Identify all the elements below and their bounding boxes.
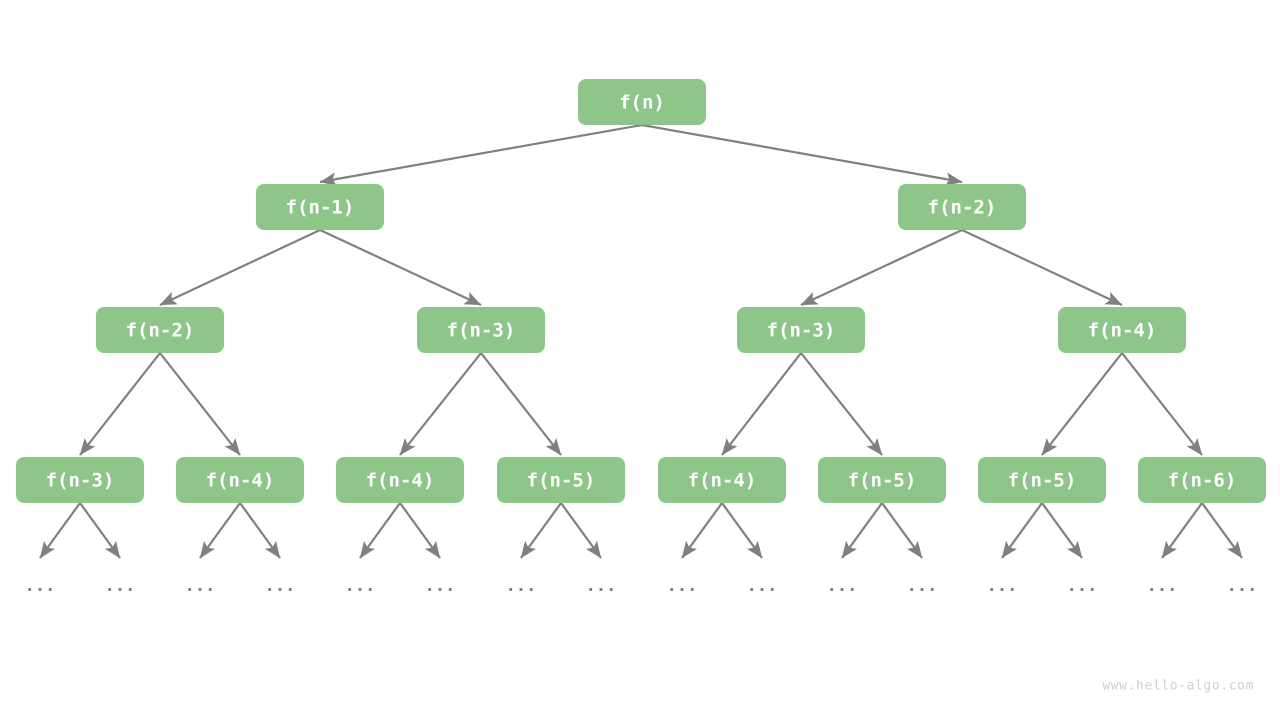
node-label: f(n-4) [1088,320,1157,342]
tree-node-n10[interactable]: f(n-5) [497,457,625,503]
node-label: f(n-1) [286,197,355,219]
leaf-stub-edge-5 [399,502,441,559]
node-box [1138,457,1266,503]
leaf-stub-edge-3 [239,502,281,559]
node-label: f(n-4) [206,470,275,492]
ellipsis-marker-14: ... [1147,576,1178,596]
node-box [818,457,946,503]
tree-edge-n2-n6 [961,229,1123,306]
node-label: f(n-6) [1168,470,1237,492]
node-label: f(n-5) [848,470,917,492]
node-box [658,457,786,503]
leaf-stub-edge-0 [39,502,81,559]
ellipsis-marker-12: ... [987,576,1018,596]
leaf-stub-edge-10 [841,502,883,559]
tree-edge-n4-n9 [399,352,482,456]
leaf-stub-edge-1 [79,502,121,559]
node-box [256,184,384,230]
edges-layer [79,123,1203,456]
tree-edge-n2-n5 [800,229,963,306]
tree-node-n6[interactable]: f(n-4) [1058,307,1186,353]
watermark-label: www.hello-algo.com [1102,679,1254,694]
leaf-stub-edge-6 [520,502,562,559]
tree-edge-n3-n7 [79,352,161,456]
tree-node-n4[interactable]: f(n-3) [417,307,545,353]
ellipsis-marker-6: ... [506,576,537,596]
tree-edge-n0-n2 [641,123,963,186]
tree-edge-n1-n3 [159,229,321,306]
tree-node-n3[interactable]: f(n-2) [96,307,224,353]
node-box [898,184,1026,230]
ellipsis-marker-9: ... [747,576,778,596]
tree-node-n7[interactable]: f(n-3) [16,457,144,503]
node-label: f(n-2) [126,320,195,342]
leaf-stub-edge-2 [199,502,241,559]
node-box [737,307,865,353]
tree-node-n8[interactable]: f(n-4) [176,457,304,503]
leaf-stub-edge-15 [1201,502,1243,559]
ellipses-layer: ........................................… [25,576,1258,596]
node-label: f(n-5) [1008,470,1077,492]
ellipsis-marker-2: ... [185,576,216,596]
node-box [336,457,464,503]
tree-node-n5[interactable]: f(n-3) [737,307,865,353]
tree-edge-n3-n8 [159,352,241,456]
node-box [417,307,545,353]
ellipsis-marker-0: ... [25,576,56,596]
tree-node-n12[interactable]: f(n-5) [818,457,946,503]
ellipsis-marker-7: ... [586,576,617,596]
tree-edge-n5-n12 [800,352,883,456]
leaf-stub-edge-9 [721,502,763,559]
tree-edge-n5-n11 [721,352,802,456]
node-label: f(n-4) [688,470,757,492]
node-box [176,457,304,503]
node-box [16,457,144,503]
ellipsis-marker-8: ... [667,576,698,596]
node-box [96,307,224,353]
nodes-layer: f(n) f(n-1) f(n-2) f(n-2) f(n-3) f(n-3) f(n-4)… [16,79,1266,503]
tree-edge-n0-n1 [319,123,643,186]
node-box [1058,307,1186,353]
ellipsis-marker-15: ... [1227,576,1258,596]
leaf-stub-edge-11 [881,502,923,559]
leaf-stub-edge-4 [359,502,401,559]
leaf-stub-edges-layer [39,502,1243,559]
tree-node-n2[interactable]: f(n-2) [898,184,1026,230]
leaf-stub-edge-7 [560,502,602,559]
ellipsis-marker-11: ... [907,576,938,596]
node-label: f(n-5) [527,470,596,492]
ellipsis-marker-4: ... [345,576,376,596]
tree-node-n0[interactable]: f(n) [578,79,706,125]
node-label: f(n-3) [46,470,115,492]
tree-node-n13[interactable]: f(n-5) [978,457,1106,503]
tree-node-n9[interactable]: f(n-4) [336,457,464,503]
node-label: f(n-4) [366,470,435,492]
tree-node-n1[interactable]: f(n-1) [256,184,384,230]
node-box [578,79,706,125]
tree-edge-n6-n13 [1041,352,1123,456]
leaf-stub-edge-14 [1161,502,1203,559]
tree-edge-n1-n4 [319,229,482,306]
node-box [978,457,1106,503]
leaf-stub-edge-12 [1001,502,1043,559]
node-label: f(n-3) [767,320,836,342]
leaf-stub-edge-8 [681,502,723,559]
ellipsis-marker-5: ... [425,576,456,596]
node-label: f(n-2) [928,197,997,219]
node-label: f(n) [619,92,665,114]
node-box [497,457,625,503]
node-label: f(n-3) [447,320,516,342]
tree-edge-n6-n14 [1121,352,1203,456]
tree-node-n14[interactable]: f(n-6) [1138,457,1266,503]
leaf-stub-edge-13 [1041,502,1083,559]
ellipsis-marker-3: ... [265,576,296,596]
ellipsis-marker-13: ... [1067,576,1098,596]
tree-edge-n4-n10 [480,352,562,456]
ellipsis-marker-10: ... [827,576,858,596]
tree-node-n11[interactable]: f(n-4) [658,457,786,503]
ellipsis-marker-1: ... [105,576,136,596]
